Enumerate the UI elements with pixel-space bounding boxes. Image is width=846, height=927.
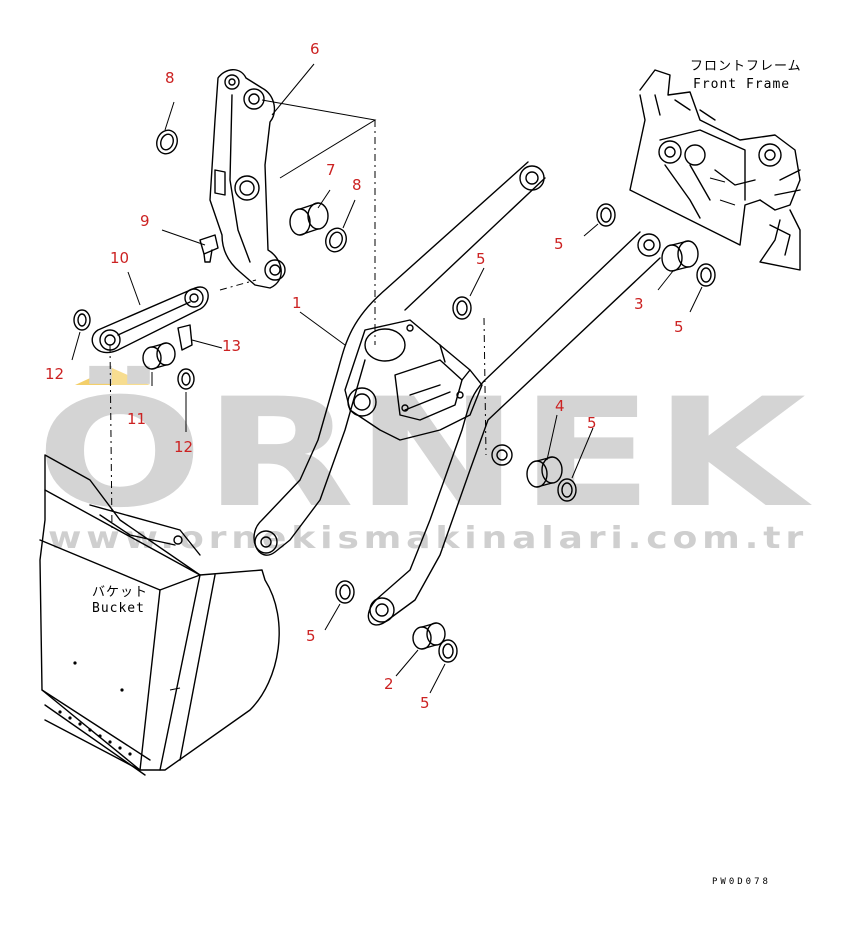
callout-1: 1 <box>292 294 302 312</box>
callout-9: 9 <box>140 212 150 230</box>
ring-12-lower <box>177 368 195 390</box>
bushing-11 <box>142 342 176 370</box>
bucket: バケット Bucket <box>39 454 280 776</box>
grease-fitting-13 <box>177 324 193 351</box>
drawing-code: PW0D078 <box>712 877 771 887</box>
callout-numbers: 1 2 3 4 5 5 5 5 5 5 5 6 7 8 8 9 10 11 12… <box>45 40 684 712</box>
callout-5-f: 5 <box>420 694 430 712</box>
part-6-reference-lines <box>261 99 377 179</box>
callout-5-d: 5 <box>587 414 597 432</box>
callout-5-e: 5 <box>306 627 316 645</box>
callout-3: 3 <box>634 295 644 313</box>
watermark-accent-left <box>75 368 112 385</box>
bushing-2 <box>412 622 446 650</box>
watermark-brand: ÖRNEK <box>36 365 812 541</box>
bucket-label-en: Bucket <box>92 601 145 616</box>
callout-5-c: 5 <box>674 318 684 336</box>
ring-12-upper <box>73 309 91 331</box>
callout-8-a: 8 <box>165 69 175 87</box>
watermark-accent-right <box>112 368 150 385</box>
bucket-label-jp: バケット <box>92 585 148 600</box>
callout-7: 7 <box>326 161 336 179</box>
ring-8-upper <box>156 129 178 155</box>
bushing-4 <box>526 456 563 488</box>
callout-12-b: 12 <box>174 438 193 456</box>
front-frame-label-jp: フロントフレーム <box>690 59 802 74</box>
grease-fitting-9 <box>199 234 219 263</box>
bushing-3 <box>661 240 699 272</box>
watermark: ÖRNEK www.ornekismakinalari.com.tr <box>36 365 812 556</box>
leader-lines <box>71 63 703 694</box>
callout-2: 2 <box>384 675 394 693</box>
center-lines <box>109 120 487 531</box>
callout-12-a: 12 <box>45 365 64 383</box>
bushing-7 <box>289 202 329 236</box>
bell-crank <box>209 69 286 289</box>
callout-5-b: 5 <box>554 235 564 253</box>
callout-6: 6 <box>310 40 320 58</box>
callout-11: 11 <box>127 410 146 428</box>
callout-8-b: 8 <box>352 176 362 194</box>
boom-1 <box>253 161 661 626</box>
link-10 <box>91 286 209 354</box>
ring-8-lower <box>325 227 347 253</box>
front-frame-label-en: Front Frame <box>693 77 790 92</box>
rings-5 <box>335 203 716 663</box>
callout-10: 10 <box>110 249 129 267</box>
callout-5-a: 5 <box>476 250 486 268</box>
callout-4: 4 <box>555 397 565 415</box>
front-frame: フロントフレーム Front Frame <box>629 59 802 271</box>
callout-13: 13 <box>222 337 241 355</box>
